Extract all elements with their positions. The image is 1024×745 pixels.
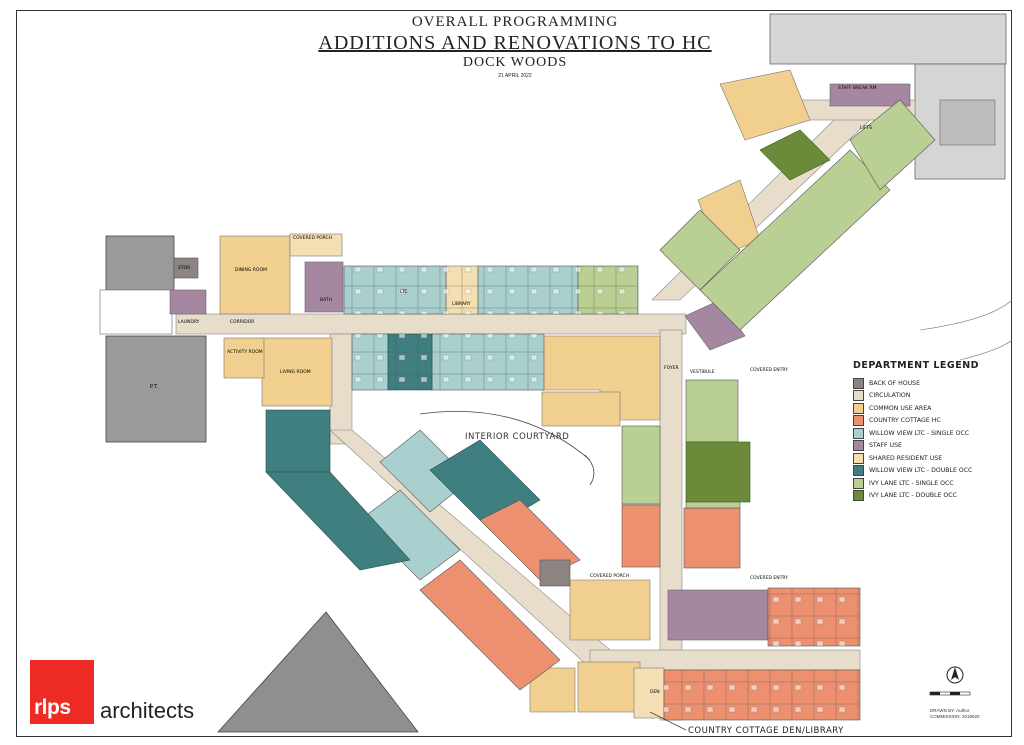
legend-item: BACK OF HOUSE bbox=[853, 377, 988, 390]
legend-item: WILLOW VIEW LTC - SINGLE OCC bbox=[853, 427, 988, 440]
staff-break-label: STAFF BREAK RM bbox=[838, 86, 877, 91]
legend-label: COMMON USE AREA bbox=[869, 404, 932, 412]
legend-swatch bbox=[853, 477, 864, 489]
firm-logo: rlps bbox=[30, 660, 94, 724]
existing-building bbox=[769, 13, 1007, 180]
legend-swatch bbox=[853, 465, 864, 477]
legend-item: IVY LANE LTC - SINGLE OCC bbox=[853, 477, 988, 490]
stor-label: STOR bbox=[178, 266, 191, 271]
legend-swatch bbox=[853, 440, 864, 452]
room-grid bbox=[344, 266, 860, 720]
activity-room-label: ACTIVITY ROOM bbox=[227, 350, 263, 355]
drawing-info: DRAWN BY: Author COMMISSION: 2019020 bbox=[930, 708, 980, 720]
library-label: LIBRARY bbox=[452, 302, 471, 307]
common-areas bbox=[219, 69, 811, 713]
foyer-label: FOYER bbox=[664, 366, 679, 371]
legend-label: COUNTRY COTTAGE HC bbox=[869, 417, 941, 425]
title-line-2: ADDITIONS AND RENOVATIONS TO HC bbox=[318, 32, 712, 54]
bath-label: BATH bbox=[320, 298, 332, 303]
legend-item: STAFF USE bbox=[853, 440, 988, 453]
covered-entry-bottom-label: COVERED ENTRY bbox=[750, 576, 788, 581]
legend-label: BACK OF HOUSE bbox=[869, 379, 920, 387]
drawn-by: DRAWN BY: Author bbox=[930, 708, 970, 713]
corridor-network bbox=[175, 99, 916, 721]
legend-item: COMMON USE AREA bbox=[853, 402, 988, 415]
scale-bar bbox=[929, 691, 971, 696]
legend-swatch bbox=[853, 377, 864, 389]
covered-porch-bottom-label: COVERED PORCH bbox=[590, 574, 630, 579]
firm-name: architects bbox=[100, 698, 195, 723]
title-date: 21 APRIL 2022 bbox=[498, 73, 532, 79]
legend-item: SHARED RESIDENT USE bbox=[853, 452, 988, 465]
title-block: OVERALL PROGRAMMING ADDITIONS AND RENOVA… bbox=[300, 14, 730, 79]
pt-building bbox=[99, 235, 207, 443]
legend-label: SHARED RESIDENT USE bbox=[869, 454, 943, 462]
legend-swatch bbox=[853, 402, 864, 414]
legend-item: CIRCULATION bbox=[853, 390, 988, 403]
legend-label: WILLOW VIEW LTC - DOUBLE OCC bbox=[869, 467, 973, 475]
legend-label: CIRCULATION bbox=[869, 392, 911, 400]
legend-swatch bbox=[853, 427, 864, 439]
laundry-label: LAUNDRY bbox=[178, 320, 200, 325]
title-line-3: DOCK WOODS bbox=[462, 55, 568, 70]
pt-label: P.T. bbox=[150, 384, 158, 390]
legend-swatch bbox=[853, 452, 864, 464]
legend-item: IVY LANE LTC - DOUBLE OCC bbox=[853, 490, 988, 503]
legend-label: IVY LANE LTC - SINGLE OCC bbox=[869, 479, 954, 487]
north-arrow-icon bbox=[946, 666, 964, 684]
ivy-single bbox=[577, 99, 936, 509]
logo-text: rlps bbox=[34, 696, 71, 719]
existing-wedge bbox=[217, 611, 419, 733]
legend-swatch bbox=[853, 490, 864, 502]
courtyard-arc bbox=[419, 410, 591, 461]
legend-swatch bbox=[853, 415, 864, 427]
legend-swatch bbox=[853, 390, 864, 402]
department-legend: DEPARTMENT LEGEND BACK OF HOUSE CIRCULATI… bbox=[853, 360, 988, 502]
title-line-1: OVERALL PROGRAMMING bbox=[411, 14, 619, 30]
ltc-label: LTC bbox=[400, 290, 408, 295]
back-of-house bbox=[173, 257, 571, 587]
legend-label: IVY LANE LTC - DOUBLE OCC bbox=[869, 492, 957, 500]
commission: COMMISSION: 2019020 bbox=[930, 714, 980, 719]
corridor-label: CORRIDOR bbox=[230, 320, 255, 325]
covered-porch-top-label: COVERED PORCH bbox=[293, 236, 333, 241]
legend-label: STAFF USE bbox=[869, 442, 902, 450]
den-library-label: COUNTRY COTTAGE DEN/LIBRARY bbox=[688, 726, 844, 736]
vestibule-label: VESTIBULE bbox=[690, 370, 715, 375]
legend-label: WILLOW VIEW LTC - SINGLE OCC bbox=[869, 429, 970, 437]
dining-room-label: DINING ROOM bbox=[235, 268, 267, 273]
legend-title: DEPARTMENT LEGEND bbox=[853, 360, 980, 371]
legend-item: COUNTRY COTTAGE HC bbox=[853, 415, 988, 428]
den-label: DEN bbox=[650, 690, 660, 695]
legend-item: WILLOW VIEW LTC - DOUBLE OCC bbox=[853, 465, 988, 478]
staff-use bbox=[169, 83, 911, 641]
covered-entry-top-label: COVERED ENTRY bbox=[750, 368, 788, 373]
interior-courtyard-label: INTERIOR COURTYARD bbox=[465, 432, 570, 442]
ivy-double bbox=[685, 129, 831, 503]
lifts-label: LIFTS bbox=[860, 126, 872, 131]
living-room-label: LIVING ROOM bbox=[280, 370, 311, 375]
